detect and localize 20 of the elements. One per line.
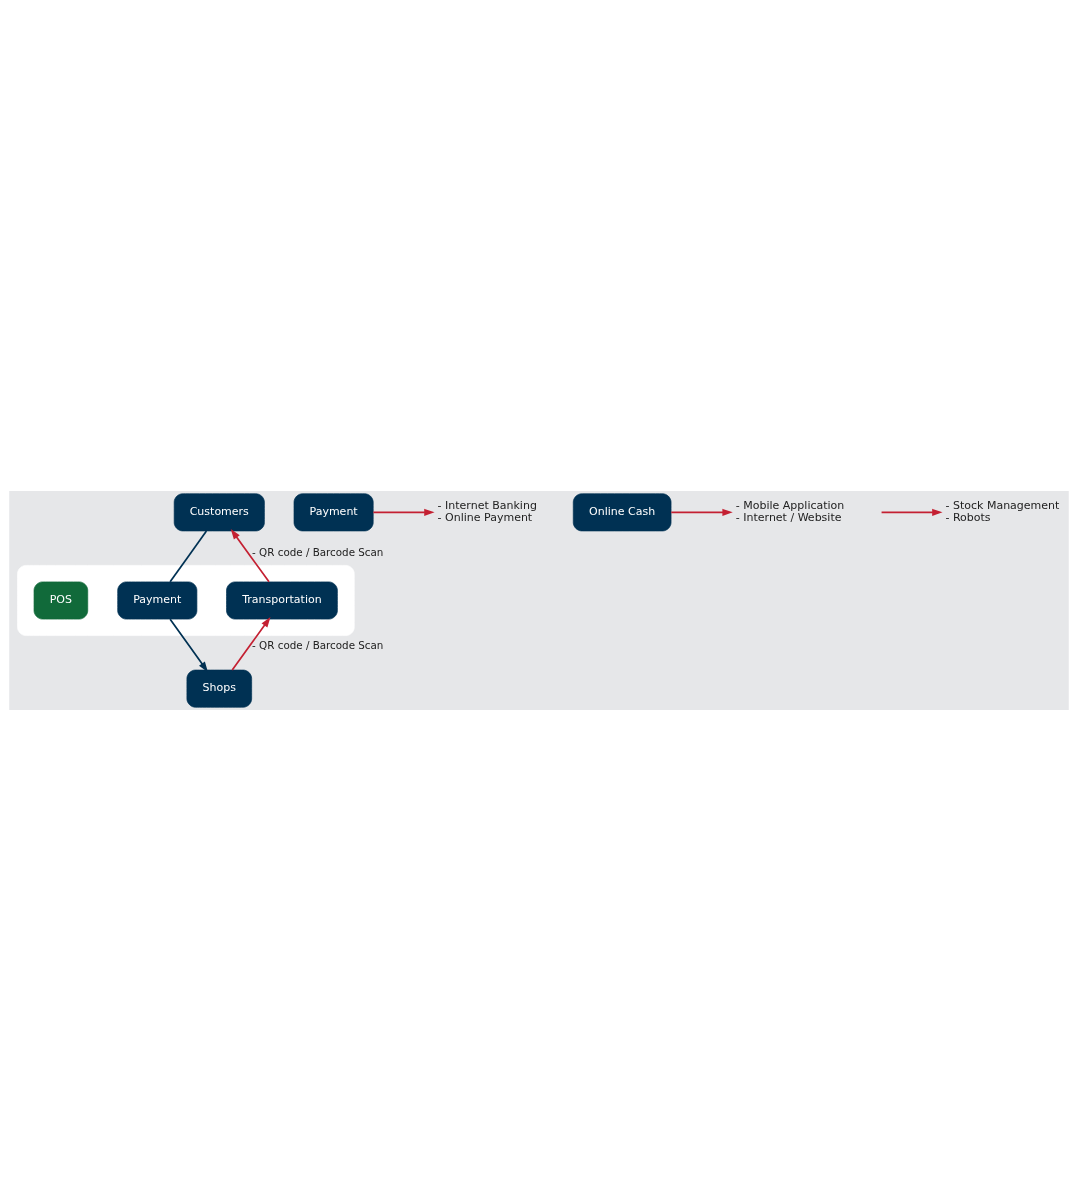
node-box: Shops (186, 669, 252, 708)
edge-label: - QR code / Barcode Scan (252, 638, 384, 651)
arrow (169, 617, 208, 672)
arrow (670, 508, 733, 516)
arrow (372, 508, 435, 516)
cluster (17, 564, 355, 636)
node-text: - Stock Management - Robots (945, 498, 1060, 524)
node-box: Online Cash (572, 492, 672, 531)
node-box: POS (33, 581, 89, 619)
node-box: Transportation (226, 581, 338, 619)
connector (169, 529, 208, 583)
node-box: Customers (173, 492, 265, 531)
node-text: - Mobile Application - Internet / Website (735, 498, 845, 524)
node-box: Payment (117, 581, 198, 619)
arrow (880, 508, 943, 516)
node-text: - Internet Banking - Online Payment (437, 498, 537, 524)
arrow (231, 616, 271, 671)
node-box: Payment (293, 492, 374, 531)
arrow (230, 528, 270, 583)
edge-label: - QR code / Barcode Scan (252, 545, 384, 558)
